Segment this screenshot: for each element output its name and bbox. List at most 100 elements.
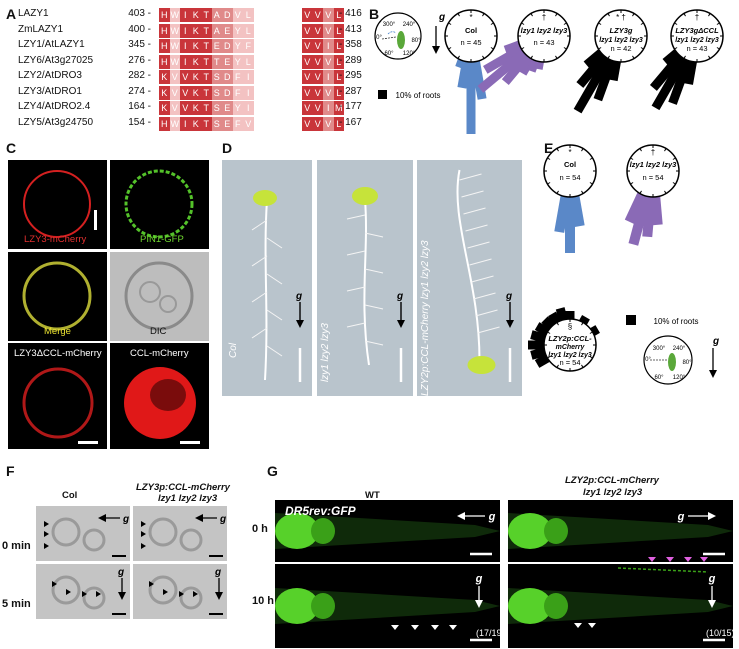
col-label-col: Col bbox=[62, 490, 78, 501]
svg-text:lzy1 lzy2 lzy3: lzy1 lzy2 lzy3 bbox=[630, 160, 678, 169]
svg-text:Col: Col bbox=[465, 26, 477, 35]
svg-text:Col: Col bbox=[564, 160, 576, 169]
dial-e-0: * Col n = 54 bbox=[543, 144, 597, 253]
gfp-signal bbox=[275, 513, 319, 549]
sequence-name: LZY2/AtDRO3 bbox=[18, 70, 82, 81]
root-tip-tile: g bbox=[275, 500, 500, 562]
sequence-name: ZmLAZY1 bbox=[18, 23, 64, 35]
label-dic: DIC bbox=[150, 326, 167, 337]
svg-text:*: * bbox=[469, 13, 472, 22]
sequence-name: LAZY1 bbox=[18, 8, 49, 19]
svg-text:g: g bbox=[677, 511, 685, 523]
micrograph-lzy3-mcherry: LZY3-mCherry bbox=[8, 160, 107, 249]
count-wt: (17/19) bbox=[476, 628, 505, 638]
sequence-end: - 289 bbox=[339, 54, 362, 66]
svg-text:§: § bbox=[568, 322, 572, 331]
dial-bar bbox=[471, 60, 487, 100]
dial-bar bbox=[503, 40, 522, 55]
root-tip-tile: g bbox=[508, 500, 733, 562]
dial-bar bbox=[608, 60, 621, 82]
panel-label-d: D bbox=[222, 140, 233, 156]
dial-bar bbox=[518, 56, 535, 76]
svg-text:240°: 240° bbox=[403, 22, 416, 28]
panel-label-g: G bbox=[267, 463, 278, 479]
svg-text:60°: 60° bbox=[654, 375, 664, 381]
svg-text:lzy1 lzy2 lzy3: lzy1 lzy2 lzy3 bbox=[521, 26, 569, 35]
sequence-name: LZY3/AtDRO1 bbox=[18, 85, 82, 97]
dial-bar bbox=[590, 325, 600, 336]
svg-text:mCherry: mCherry bbox=[556, 344, 586, 351]
row-label-10h: 10 h bbox=[252, 595, 275, 607]
dial-bar bbox=[530, 330, 547, 343]
panel-label-e: E bbox=[544, 140, 554, 156]
legend-text-e: 10% of roots bbox=[654, 317, 699, 326]
sequence-end: - 358 bbox=[339, 39, 362, 50]
dial-bar bbox=[662, 49, 680, 66]
col-label-lzy2p: LZY2p:CCL-mCherry bbox=[565, 475, 659, 486]
svg-text:g: g bbox=[712, 336, 719, 347]
svg-text:†: † bbox=[542, 13, 546, 22]
gfp-signal bbox=[508, 588, 552, 624]
label-lzy-seedling: lzy1 lzy2 lzy3 bbox=[320, 323, 331, 382]
sequence-start: 403 - bbox=[128, 8, 151, 19]
dial-bar bbox=[642, 196, 656, 238]
legend-swatch bbox=[378, 90, 387, 99]
svg-text:LZY3g: LZY3g bbox=[610, 26, 633, 35]
svg-text:n = 54: n = 54 bbox=[559, 173, 580, 182]
row-label-5min: 5 min bbox=[2, 598, 31, 610]
dial-bar bbox=[684, 60, 697, 85]
svg-text:g: g bbox=[295, 291, 302, 302]
svg-text:†: † bbox=[651, 148, 655, 157]
seedling-panel-2: g bbox=[417, 160, 522, 396]
sequence-start: 274 - bbox=[128, 85, 151, 97]
label-merge: Merge bbox=[44, 326, 71, 337]
svg-text:120°: 120° bbox=[403, 51, 416, 57]
sequence-name: LZY1/AtLAZY1 bbox=[18, 39, 85, 50]
panel-label-b: B bbox=[369, 6, 380, 22]
dial-bar bbox=[593, 58, 617, 102]
legend-text: 10% of roots bbox=[396, 91, 441, 100]
micrograph-pin1-gfp: PIN1-GFP bbox=[110, 160, 209, 249]
dial-bar bbox=[483, 45, 524, 74]
svg-text:*: * bbox=[568, 148, 571, 157]
row-label-0h: 0 h bbox=[252, 523, 268, 535]
dial-bar bbox=[501, 53, 531, 86]
svg-text:0°: 0° bbox=[645, 357, 651, 363]
row-label-0min: 0 min bbox=[2, 540, 31, 552]
seedling-panel-1: g bbox=[317, 160, 413, 396]
dial-bar bbox=[573, 56, 612, 114]
dial-bar bbox=[457, 60, 471, 89]
panel-label-f: F bbox=[6, 463, 15, 479]
micrograph-ccl-mcherry: CCL-mCherry bbox=[110, 343, 209, 449]
sequence-start: 282 - bbox=[128, 70, 151, 81]
dial-bar bbox=[530, 347, 547, 360]
label-ccl-seedling: LZY2p:CCL-mCherry lzy1 lzy2 lzy3 bbox=[420, 240, 431, 396]
svg-text:n = 43: n = 43 bbox=[686, 44, 707, 53]
dial-bar bbox=[477, 49, 527, 93]
label-dr5rev: DR5rev:GFP bbox=[285, 504, 356, 518]
dial-bar bbox=[649, 53, 684, 91]
dial-bar bbox=[651, 56, 688, 111]
sequence-start: 345 - bbox=[128, 39, 151, 50]
dial-bar bbox=[668, 58, 693, 105]
svg-text:g: g bbox=[396, 291, 403, 302]
svg-text:n = 42: n = 42 bbox=[610, 44, 631, 53]
svg-text:g: g bbox=[219, 514, 226, 525]
dial-bar bbox=[541, 316, 555, 330]
svg-text:lzy1 lzy2 lzy3: lzy1 lzy2 lzy3 bbox=[599, 37, 643, 44]
dial-bar bbox=[555, 307, 568, 322]
dial-bar bbox=[548, 311, 561, 325]
sequence-end: - 287 bbox=[339, 85, 362, 97]
svg-text:g: g bbox=[475, 573, 483, 585]
